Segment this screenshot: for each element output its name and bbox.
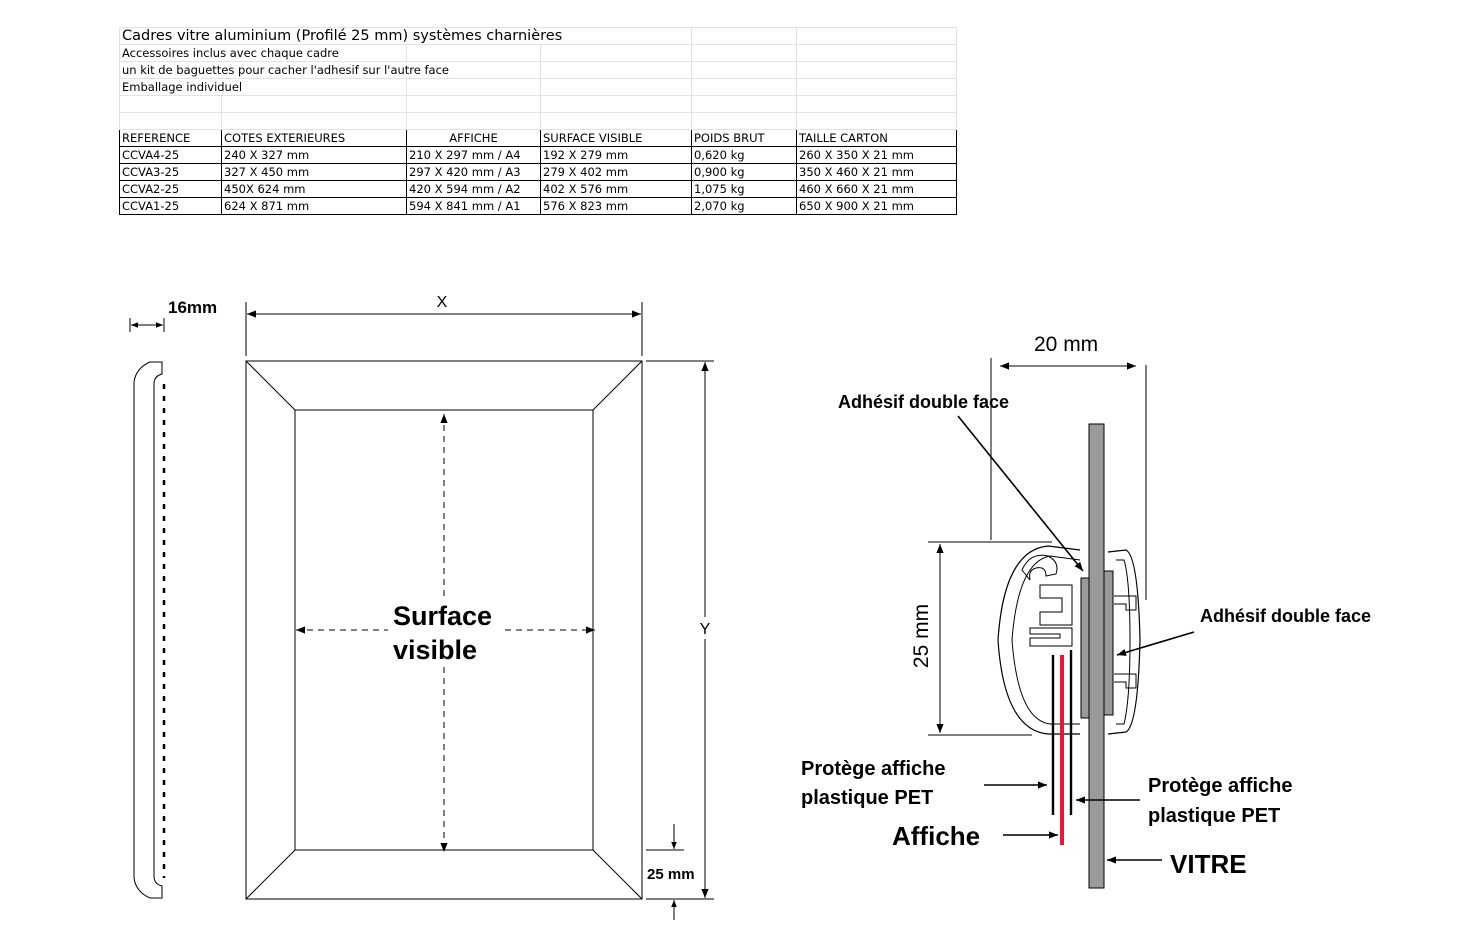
sheet-note: un kit de baguettes pour cacher l'adhesi… — [119, 61, 541, 79]
spec-table: Cadres vitre aluminium (Profilé 25 mm) s… — [119, 27, 957, 215]
table-header-row: REFERENCE COTES EXTERIEURES AFFICHE SURF… — [119, 129, 957, 147]
adhesive-strip-right — [1103, 570, 1114, 716]
visible-surface-label: Surface — [393, 601, 492, 631]
front-view — [245, 302, 714, 920]
table-cell: 2,070 kg — [691, 197, 797, 215]
aluminium-profile-outer — [997, 545, 1081, 735]
pet-label-left: plastique PET — [801, 787, 933, 809]
pet-label-right: plastique PET — [1148, 805, 1280, 827]
section-profile-label: 25 mm — [910, 604, 933, 668]
pet-label-right: Protège affiche — [1148, 775, 1292, 797]
height-label: Y — [700, 621, 711, 638]
frame-miter — [245, 849, 296, 900]
table-row: CCVA4-25 240 X 327 mm 210 X 297 mm / A4 … — [119, 146, 957, 164]
clip-profile-rib — [1114, 595, 1137, 611]
adhesive-label-top: Adhésif double face — [838, 392, 1009, 412]
sheet-note: Emballage individuel — [119, 78, 407, 96]
side-depth-label: 16mm — [168, 298, 217, 317]
label-backdrop — [902, 590, 932, 674]
frame-miter — [592, 849, 643, 900]
visible-surface-label: visible — [393, 635, 477, 665]
table-cell: 350 X 460 X 21 mm — [796, 163, 957, 181]
section-view — [928, 358, 1195, 889]
profile-size-label: 25 mm — [647, 866, 695, 883]
pet-label-left: Protège affiche — [801, 758, 945, 780]
label-backdrop — [431, 290, 453, 308]
sheet-note: Accessoires inclus avec chaque cadre — [119, 44, 407, 62]
clip-profile-inner — [1116, 559, 1131, 725]
frame-miter — [245, 360, 296, 411]
profile-channel-upper — [1039, 584, 1073, 626]
table-row: CCVA2-25 450X 624 mm 420 X 594 mm / A2 4… — [119, 180, 957, 198]
adhesive-strip-left — [1080, 577, 1090, 719]
table-row: CCVA1-25 624 X 871 mm 594 X 841 mm / A1 … — [119, 197, 957, 215]
table-cell: 210 X 297 mm / A4 — [406, 146, 541, 164]
sheet-title: Cadres vitre aluminium (Profilé 25 mm) s… — [119, 27, 692, 45]
side-profile-view — [129, 318, 166, 899]
section-depth-label: 20 mm — [1034, 333, 1098, 356]
table-cell: 576 X 823 mm — [540, 197, 692, 215]
label-backdrop — [696, 617, 714, 639]
profile-hinge-lip — [1021, 554, 1058, 581]
adhesive-right-arrow — [1116, 631, 1195, 656]
glass-pane — [1088, 423, 1105, 889]
label-backdrop — [388, 596, 500, 666]
width-label: X — [437, 294, 448, 311]
table-cell: 624 X 871 mm — [221, 197, 407, 215]
adhesive-top-arrow — [957, 415, 1084, 572]
frame-miter — [592, 360, 643, 411]
frame-outer — [245, 360, 643, 900]
table-cell: 650 X 900 X 21 mm — [796, 197, 957, 215]
table-cell: 450X 624 mm — [221, 180, 407, 198]
aluminium-profile-inner — [1011, 555, 1081, 725]
table-cell: 1,075 kg — [691, 180, 797, 198]
table-cell: 594 X 841 mm / A1 — [406, 197, 541, 215]
profile-channel-lower — [1029, 627, 1073, 647]
adhesive-label-right: Adhésif double face — [1200, 606, 1371, 626]
clip-profile-outer — [1107, 549, 1141, 735]
poster-label: Affiche — [892, 821, 980, 851]
column-header: POIDS BRUT — [691, 129, 797, 147]
clip-profile-rib — [1114, 673, 1137, 689]
table-cell: 420 X 594 mm / A2 — [406, 180, 541, 198]
side-profile-outline — [133, 361, 163, 899]
glass-label: VITRE — [1170, 849, 1247, 879]
